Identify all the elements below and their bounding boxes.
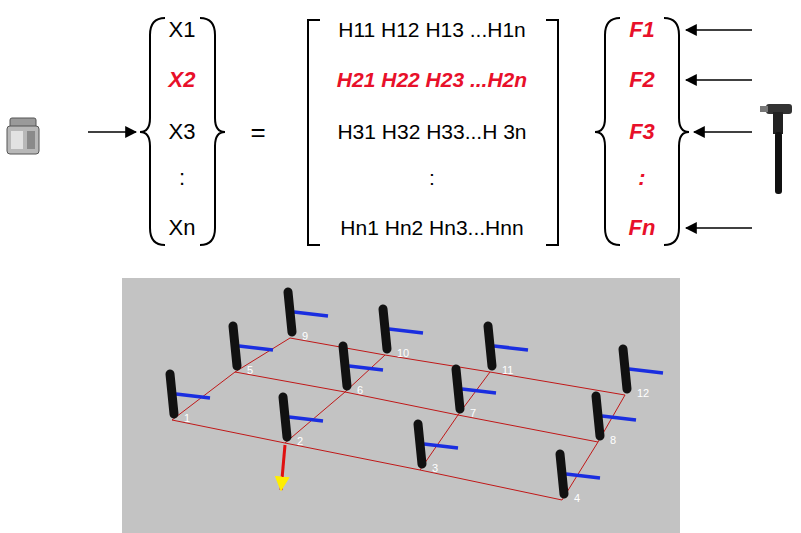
- left-brace: [140, 18, 165, 245]
- point-number: 12: [637, 387, 649, 399]
- point-number: 2: [297, 435, 303, 447]
- point-number: 1: [184, 412, 190, 424]
- equation-term: X3: [169, 120, 196, 144]
- equation-term: Fn: [629, 216, 656, 240]
- equation-term: X1: [169, 18, 196, 42]
- sensor-axis: [294, 312, 328, 316]
- sensor-axis: [239, 346, 273, 350]
- accelerometer-icon: [7, 118, 39, 154]
- equation-term: Xn: [169, 216, 196, 240]
- equation-term: H21 H22 H23 ...H2n: [337, 68, 527, 91]
- equation-term: F1: [629, 18, 655, 42]
- sensor-axis: [424, 444, 458, 448]
- point-number: 11: [502, 364, 513, 376]
- equation-term: :: [638, 166, 645, 190]
- model-panel: [122, 278, 680, 533]
- point-number: 6: [357, 384, 363, 396]
- point-number: 3: [432, 462, 438, 474]
- sensor-axis: [566, 474, 600, 478]
- sensor-axis: [494, 346, 528, 350]
- equation-term: :: [429, 166, 435, 189]
- hammer-probe: [456, 369, 460, 409]
- hammer-probe: [288, 292, 292, 332]
- hammer-probe: [488, 326, 492, 366]
- sensor-axis: [602, 416, 636, 420]
- force-arrow: [281, 445, 285, 490]
- hammer-probes: [170, 292, 663, 494]
- hammer-probe: [283, 397, 287, 437]
- left-brace: [595, 18, 620, 245]
- right-brace: [664, 18, 689, 245]
- hammer-probe: [170, 374, 174, 414]
- hammer-probe: [560, 454, 564, 494]
- equation-term: X2: [169, 68, 196, 92]
- equation-term: =: [250, 118, 265, 147]
- point-number: 7: [470, 407, 476, 419]
- matrix-bracket: [546, 20, 558, 245]
- point-number: 5: [247, 364, 253, 376]
- equation-term: H11 H12 H13 ...H1n: [338, 18, 526, 41]
- sensor-axis: [389, 329, 423, 333]
- equation-term: :: [179, 166, 185, 190]
- sensor-axis: [462, 389, 496, 393]
- point-number: 10: [397, 347, 409, 359]
- hammer-probe: [233, 326, 237, 366]
- hammer-probe: [343, 346, 347, 386]
- sensor-axis: [289, 417, 323, 421]
- impact-hammer-icon: [760, 104, 792, 194]
- equation-term: Hn1 Hn2 Hn3...Hnn: [340, 216, 523, 239]
- matrix-bracket: [308, 20, 320, 245]
- equation-term: F3: [629, 120, 655, 144]
- equation-term: F2: [629, 68, 655, 92]
- equation-term: H31 H32 H33...H 3n: [337, 120, 526, 143]
- right-brace: [200, 18, 225, 245]
- sensor-axis: [176, 394, 210, 398]
- sensor-axis: [629, 369, 663, 373]
- hammer-probe: [383, 309, 387, 349]
- point-number: 4: [574, 492, 580, 504]
- force-arrows: [686, 30, 752, 228]
- hammer-probe: [418, 424, 422, 464]
- input-arrow: [88, 131, 136, 133]
- point-number: 8: [610, 434, 616, 446]
- hammer-probe: [623, 349, 627, 389]
- hammer-probe: [596, 396, 600, 436]
- point-number: 9: [302, 330, 308, 342]
- sensor-axis: [349, 366, 383, 370]
